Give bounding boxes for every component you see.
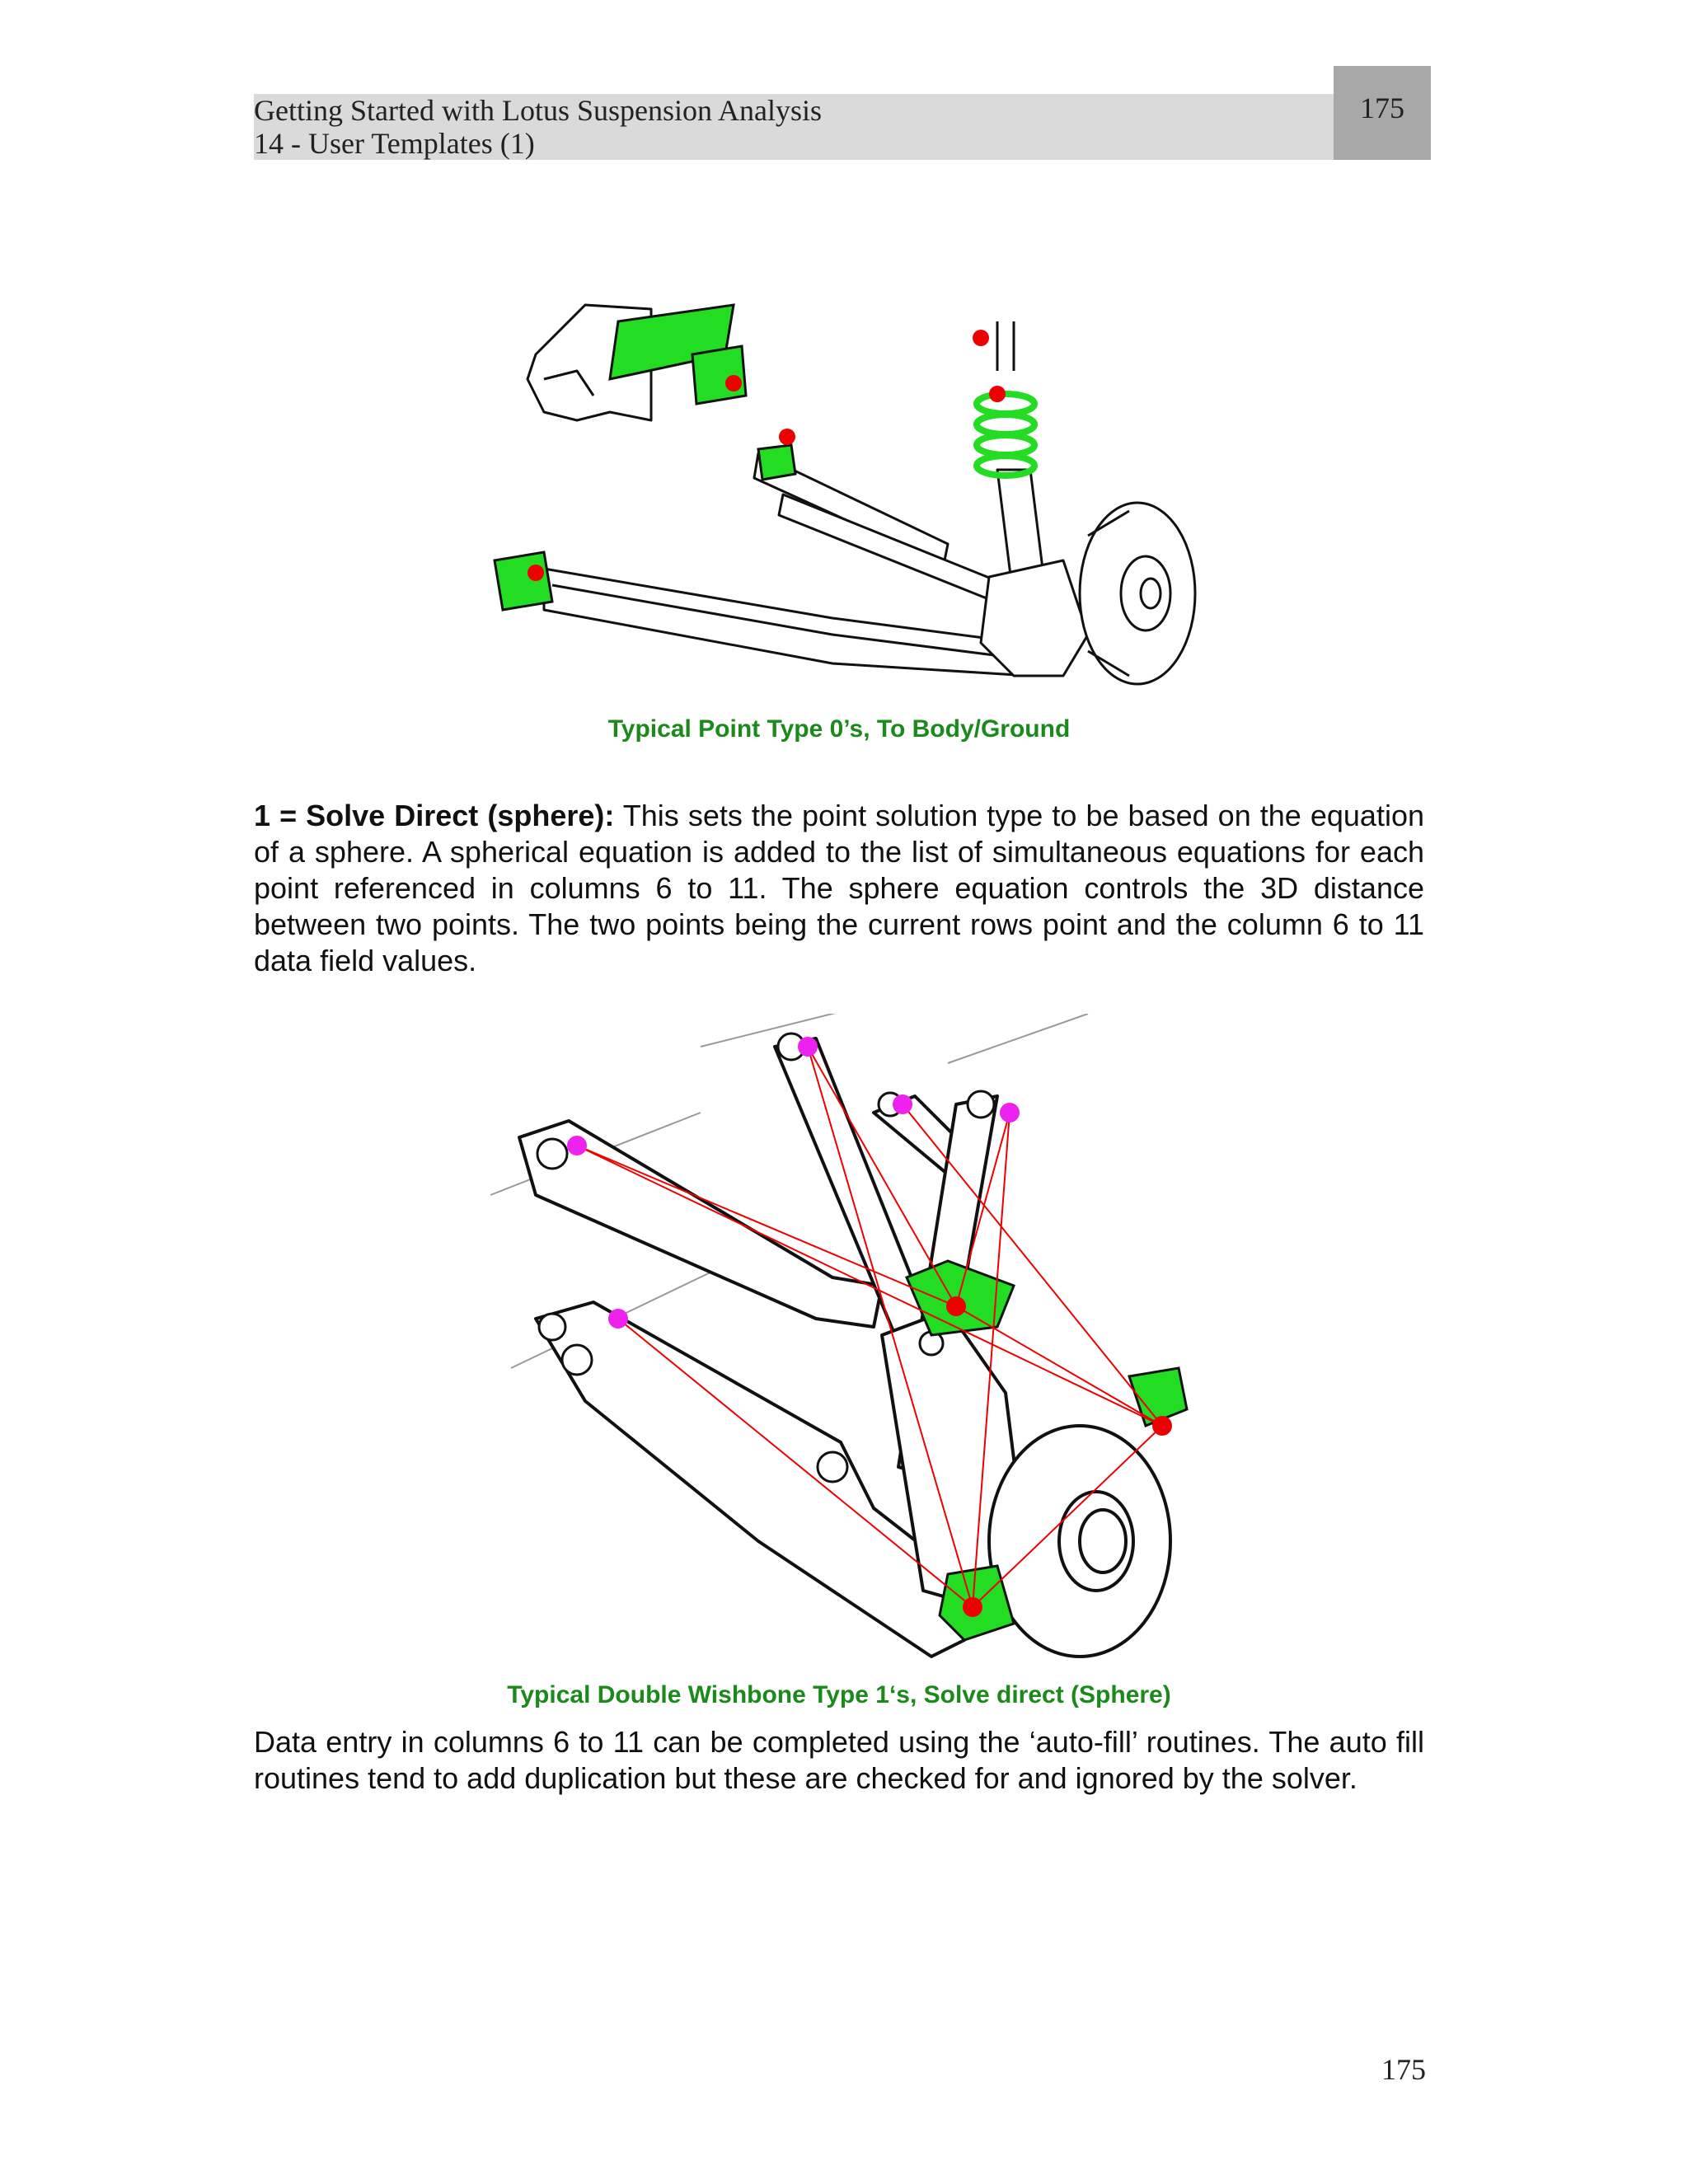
point-lower-bush [528,565,544,581]
figure-2-caption: Typical Double Wishbone Type 1‘s, Solve … [507,1681,1171,1708]
solve-direct-description: This sets the point solution type to be … [254,799,1424,977]
solve-direct-term: 1 = Solve Direct (sphere): [254,799,615,832]
outboard-points [946,1296,1172,1617]
suspension-illustration-2 [490,1014,1189,1658]
footer-page-number: 175 [1381,2053,1426,2086]
chapter-title: 14 - User Templates (1) [254,127,535,160]
inboard-points [567,1037,1020,1329]
solve-direct-paragraph: 1 = Solve Direct (sphere): This sets the… [254,798,1424,979]
lower-arm-bush-left [493,551,554,612]
point-spring-seat [989,386,1006,402]
suspension-illustration-1 [493,303,1197,686]
upper-arm-bush-left [691,344,748,405]
point-upper-bush [725,375,742,391]
running-header: Getting Started with Lotus Suspension An… [254,94,1334,160]
document-title: Getting Started with Lotus Suspension An… [254,94,822,127]
auto-fill-paragraph: Data entry in columns 6 to 11 can be com… [254,1725,1424,1795]
point-upper-ball-joint [946,1296,966,1316]
point-inner-bush [779,429,795,445]
ground-points [528,330,1006,581]
sphere-link-lines [576,1046,1163,1608]
header-page-box: 175 [1334,66,1431,160]
point-lower-ball-joint [963,1597,982,1617]
point-steering-joint [1152,1416,1172,1436]
point-strut-inboard [1000,1103,1020,1122]
figure-double-wishbone [486,1014,1212,1665]
point-upper-right-inboard [893,1094,912,1114]
figure-suspension-ground-points [486,288,1212,701]
steering-arm-joint [1128,1366,1189,1427]
point-lower-inboard [608,1309,628,1329]
figure-1-caption: Typical Point Type 0’s, To Body/Ground [607,715,1071,743]
header-page-number: 175 [1360,91,1404,124]
upper-arm-bush-inner [757,443,797,481]
point-upper-mid-inboard [798,1037,818,1057]
point-top-mount [973,330,989,346]
point-upper-left-inboard [567,1136,587,1155]
